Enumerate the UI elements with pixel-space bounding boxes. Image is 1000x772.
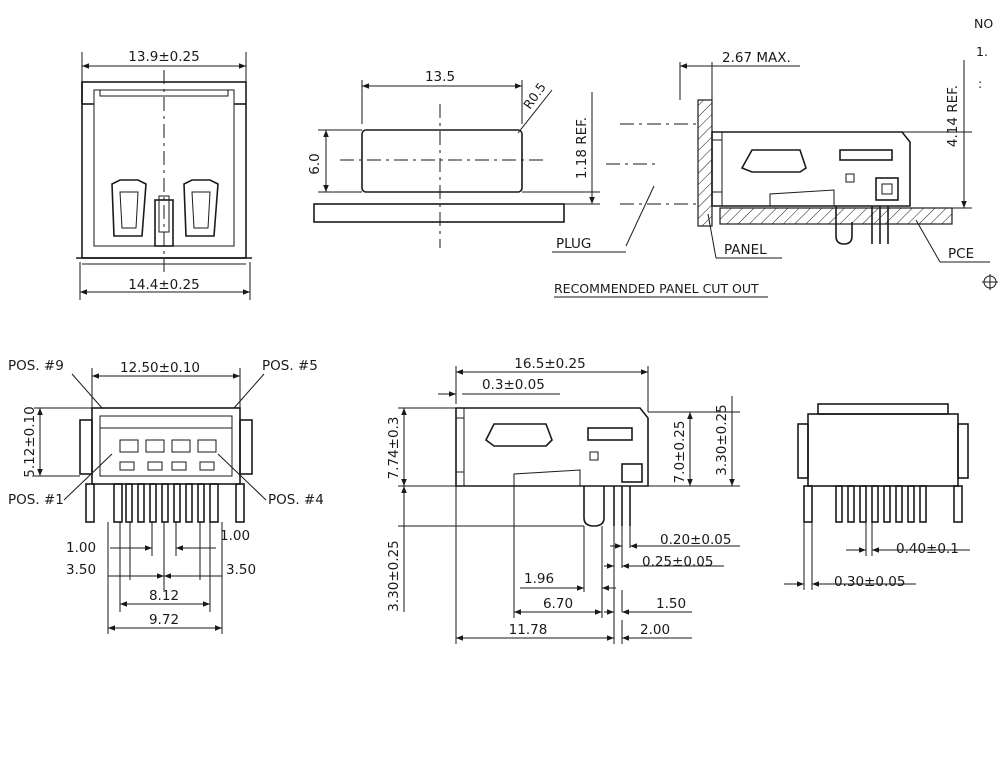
- front-contacts: [111, 179, 219, 247]
- dim-width-bottom: 14.4±0.25: [128, 277, 199, 293]
- dim-1-00-left: 1.00: [66, 540, 96, 556]
- dim-2-00: 2.00: [640, 622, 670, 638]
- pos4-label: POS. #4: [268, 492, 324, 508]
- notes-title: NO: [974, 16, 993, 31]
- dim-8-12: 8.12: [149, 588, 179, 604]
- dim-height-left: 7.74±0.3: [386, 417, 402, 480]
- dim-bottom-height: 5.12±0.10: [22, 406, 38, 477]
- panel-cutout-view: 13.5 R0.5 6.0 1.18 REF. RECOMMENDED PANE…: [307, 69, 768, 298]
- cutout-height: 6.0: [307, 153, 323, 174]
- top-front-view: 13.9±0.25 14.4±0.25: [76, 49, 252, 300]
- notes-dot: :: [978, 76, 982, 91]
- dim-6-70: 6.70: [543, 596, 573, 612]
- dim-thickness: 0.3±0.05: [482, 377, 545, 393]
- side-max: 2.67 MAX.: [722, 50, 791, 66]
- rear-pins: [803, 485, 963, 523]
- dim-9-72: 9.72: [149, 612, 179, 628]
- label-plug: PLUG: [556, 236, 591, 252]
- bottom-side-view: 16.5±0.25 0.3±0.05 7.74±0.3 3.30±0.25 7.…: [386, 356, 740, 644]
- dim-1-50: 1.50: [656, 596, 686, 612]
- cutout-radius: R0.5: [520, 80, 549, 112]
- cutout-ref: 1.18 REF.: [574, 117, 590, 179]
- label-pcb: PCE: [948, 246, 974, 262]
- dim-0-25: 0.25±0.05: [642, 554, 713, 570]
- dim-3-50-left: 3.50: [66, 562, 96, 578]
- rear-pitch: 0.40±0.1: [896, 541, 959, 557]
- bottom-front-contacts: [119, 439, 217, 471]
- dim-1-96: 1.96: [524, 571, 554, 587]
- bottom-front-view: POS. #9 POS. #5 12.50±0.10 5.12±0.1: [8, 358, 324, 634]
- cutout-width: 13.5: [425, 69, 455, 85]
- bottom-rear-view: 0.40±0.1 0.30±0.05: [784, 403, 970, 590]
- dim-length: 16.5±0.25: [514, 356, 585, 372]
- dim-height-right-2: 3.30±0.25: [714, 404, 730, 475]
- pos9-label: POS. #9: [8, 358, 64, 374]
- rear-thickness: 0.30±0.05: [834, 574, 905, 590]
- dim-below-left: 3.30±0.25: [386, 540, 402, 611]
- dim-1-00-right: 1.00: [220, 528, 250, 544]
- dim-3-50-right: 3.50: [226, 562, 256, 578]
- dim-11-78: 11.78: [509, 622, 548, 638]
- dim-width-top: 13.9±0.25: [128, 49, 199, 65]
- notes-item-1: 1.: [976, 44, 988, 59]
- side-ref: 4.14 REF.: [945, 85, 961, 147]
- dim-height-right: 7.0±0.25: [672, 421, 688, 484]
- bottom-front-pins: [85, 483, 245, 523]
- pos5-label: POS. #5: [262, 358, 318, 374]
- top-side-view: 2.67 MAX. 4.14 REF. PLUG: [552, 50, 998, 290]
- pos1-label: POS. #1: [8, 492, 64, 508]
- label-panel: PANEL: [724, 242, 767, 258]
- dim-0-20: 0.20±0.05: [660, 532, 731, 548]
- cutout-title: RECOMMENDED PANEL CUT OUT: [554, 281, 759, 296]
- dim-bottom-width: 12.50±0.10: [120, 360, 200, 376]
